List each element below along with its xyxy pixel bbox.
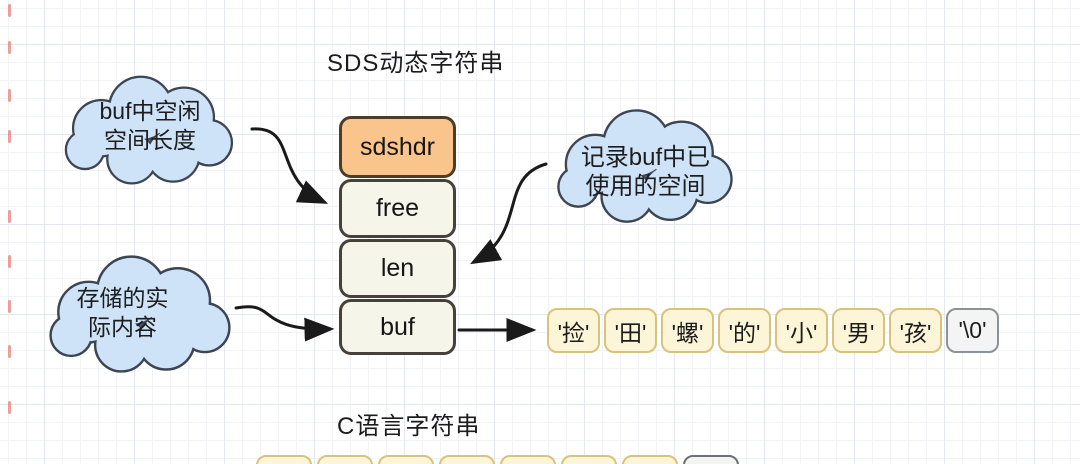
c-string-cell-partial [622, 455, 678, 464]
buf-cell-terminator: '\0' [946, 308, 999, 353]
cloud-free-note-text: buf中空闲 空间长度 [70, 97, 230, 155]
buf-cell-4: '小' [775, 308, 828, 353]
struct-box-len: len [339, 239, 456, 298]
cloud-buf-line1: 存储的实 [76, 285, 169, 311]
arrow-freenote-to-free [250, 127, 329, 204]
c-string-cell-partial [561, 455, 617, 464]
c-string-cell-terminator-partial [683, 455, 739, 464]
edge-mark [8, 401, 11, 414]
sds-title: SDS动态字符串 [327, 50, 505, 77]
c-string-cell-partial [317, 455, 373, 464]
buf-cell-3: '的' [718, 308, 771, 353]
struct-box-free: free [339, 179, 456, 238]
cloud-buf-note-text: 存储的实 际内容 [35, 284, 210, 342]
buf-cell-1: '田' [604, 308, 657, 353]
cloud-len-line2: 使用的空间 [585, 173, 706, 200]
edge-mark [8, 4, 11, 17]
buf-cell-6: '孩' [889, 308, 942, 353]
c-string-cell-partial [256, 455, 312, 464]
cloud-buf-line2: 际内容 [88, 314, 157, 340]
cloud-free-line1: buf中空闲 [99, 98, 201, 124]
buf-cell-0: '捡' [547, 308, 600, 353]
cloud-len-line1: 记录buf中已 [580, 144, 711, 171]
edge-mark [8, 130, 11, 143]
edge-mark [8, 89, 11, 102]
c-string-cell-partial [439, 455, 495, 464]
edge-mark [8, 345, 11, 358]
cloud-free-line2: 空间长度 [104, 127, 196, 153]
c-string-title: C语言字符串 [337, 413, 481, 440]
buf-cell-2: '螺' [661, 308, 714, 353]
buf-cell-5: '男' [832, 308, 885, 353]
arrow-bufnote-to-buf [234, 305, 335, 342]
struct-box-sdshdr: sdshdr [339, 116, 456, 178]
arrow-lennote-to-len [470, 162, 548, 265]
edge-mark [8, 300, 11, 313]
struct-box-buf: buf [339, 299, 456, 355]
edge-mark [8, 255, 11, 268]
c-string-cell-partial [500, 455, 556, 464]
edge-mark [8, 210, 11, 223]
c-string-cell-partial [378, 455, 434, 464]
cloud-len-note-text: 记录buf中已 使用的空间 [553, 143, 738, 201]
edge-mark [8, 41, 11, 54]
